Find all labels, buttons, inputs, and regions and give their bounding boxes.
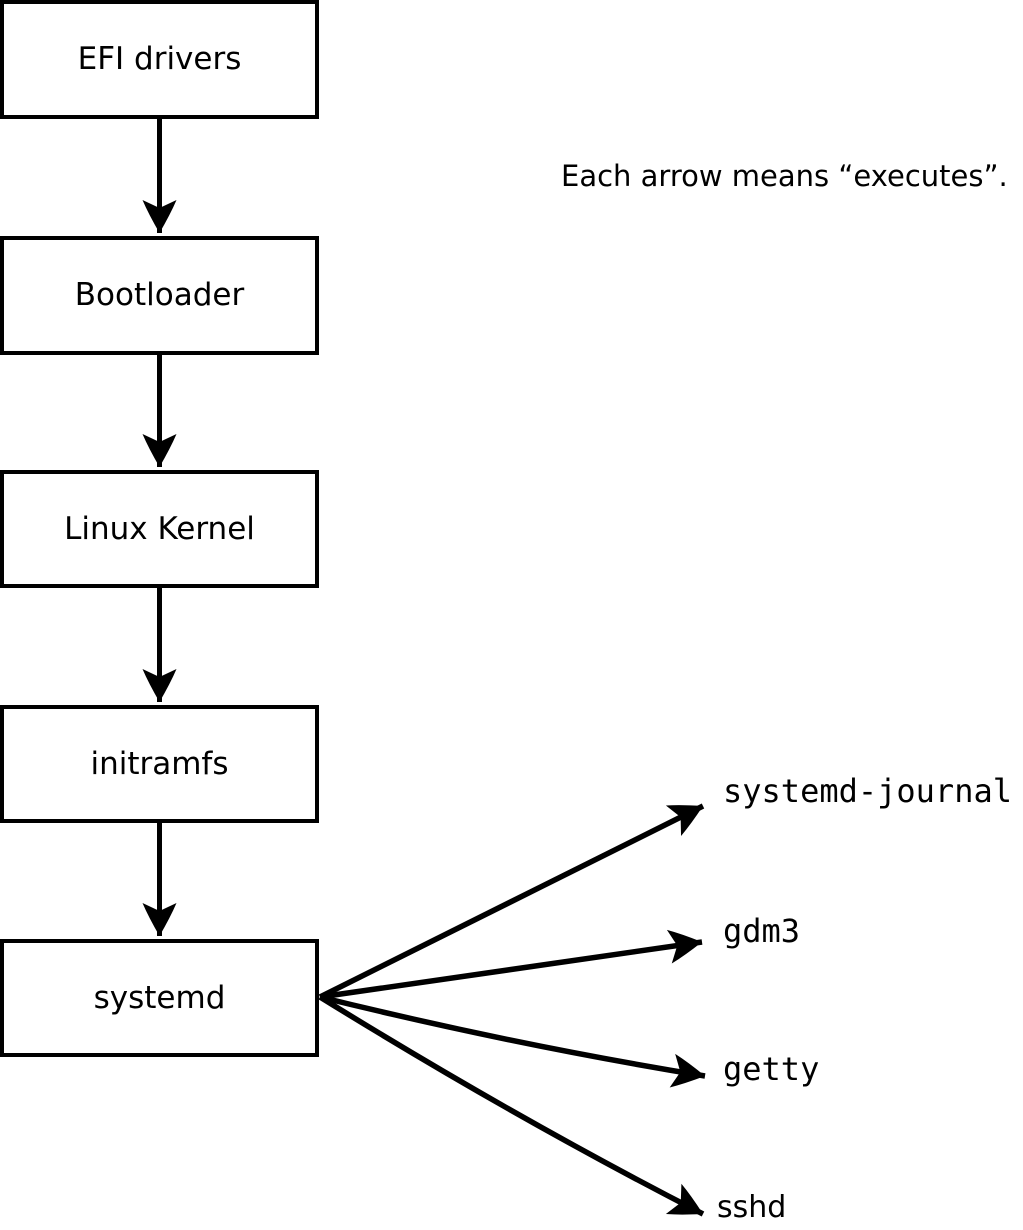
arrow-systemd-to-sshd — [318, 994, 705, 1217]
label-systemd-journal: systemd-journal — [723, 772, 1012, 810]
box-linux-kernel-label: Linux Kernel — [64, 510, 255, 547]
box-linux-kernel: Linux Kernel — [0, 470, 319, 588]
box-bootloader-label: Bootloader — [74, 277, 245, 313]
box-efi-drivers-label: EFI drivers — [77, 41, 242, 77]
annotation-arrow-meaning: Each arrow means “executes”. — [561, 159, 1008, 193]
box-systemd: systemd — [0, 939, 319, 1057]
arrow-systemd-to-getty — [319, 994, 706, 1088]
box-systemd-label: systemd — [93, 979, 226, 1016]
box-efi-drivers: EFI drivers — [0, 0, 319, 119]
box-initramfs: initramfs — [0, 705, 319, 823]
box-bootloader: Bootloader — [0, 236, 319, 355]
arrow-systemd-to-journal — [318, 803, 705, 1000]
box-initramfs-label: initramfs — [90, 745, 229, 782]
label-gdm3: gdm3 — [723, 912, 801, 950]
label-getty: getty — [723, 1050, 820, 1088]
label-sshd: sshd — [717, 1190, 787, 1225]
arrow-systemd-to-gdm3 — [319, 929, 703, 1000]
